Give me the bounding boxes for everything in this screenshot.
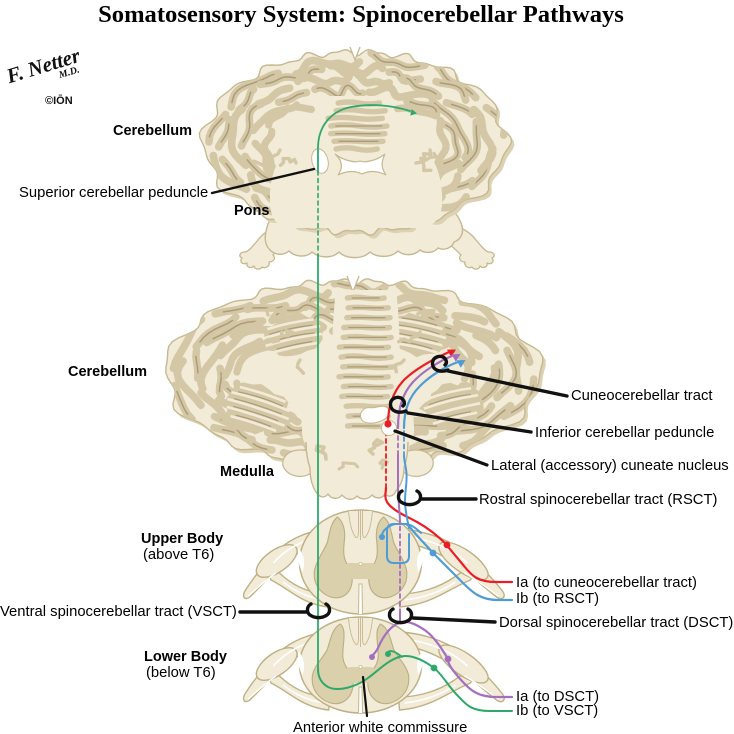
svg-text:©IŌN: ©IŌN	[45, 95, 73, 107]
